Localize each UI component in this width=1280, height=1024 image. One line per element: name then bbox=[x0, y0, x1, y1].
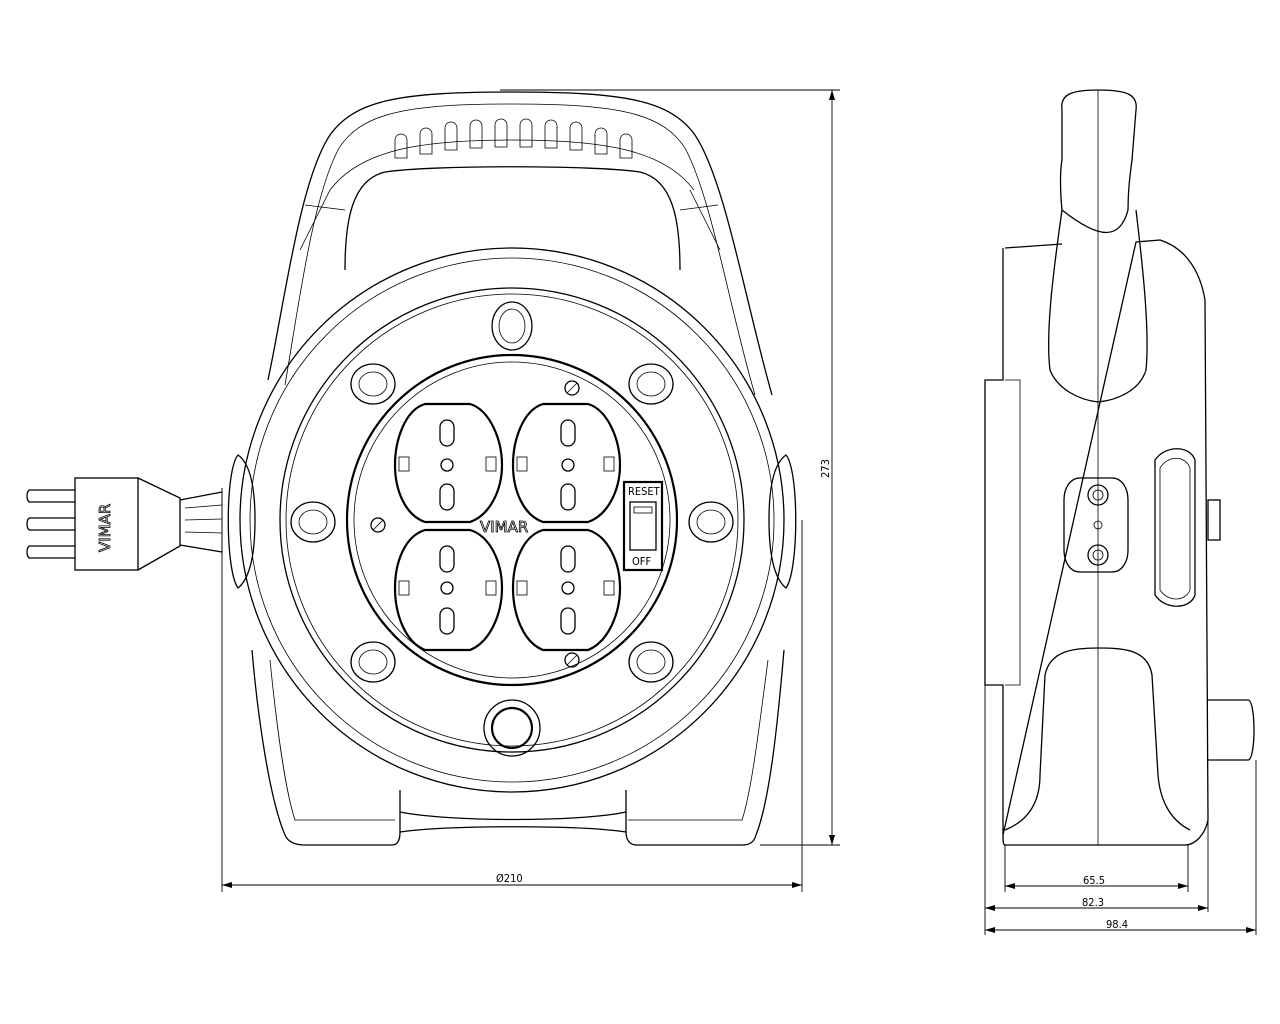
screw-top bbox=[564, 380, 580, 396]
diameter-label: Ø210 bbox=[496, 872, 523, 885]
side-grip bbox=[1154, 448, 1196, 607]
dimension-depth-total: 98.4 bbox=[985, 760, 1257, 935]
front-view: VIMAR RESET OFF VIMAR bbox=[26, 91, 797, 846]
reset-label: RESET bbox=[628, 485, 661, 498]
base-bridge bbox=[399, 811, 627, 833]
drum-face-inner bbox=[353, 361, 671, 679]
side-lug-right bbox=[768, 454, 797, 589]
drum-flange bbox=[279, 287, 745, 753]
handle-outer bbox=[267, 91, 773, 396]
base-inner bbox=[269, 659, 769, 821]
flange-grip-holes bbox=[290, 301, 734, 683]
brand-label: VIMAR bbox=[480, 518, 528, 536]
side-lug-left bbox=[227, 454, 256, 589]
off-label: OFF bbox=[632, 555, 651, 568]
handle-opening bbox=[344, 166, 681, 271]
side-foot bbox=[1004, 647, 1191, 831]
handle-ridge bbox=[299, 139, 721, 251]
dimension-depth-inner: 65.5 bbox=[1004, 845, 1189, 892]
plug: VIMAR bbox=[26, 477, 139, 571]
depth-total-label: 98.4 bbox=[1106, 918, 1128, 931]
socket-top-left bbox=[393, 402, 504, 524]
handle-inner-edge bbox=[284, 103, 756, 396]
screw-left bbox=[370, 517, 386, 533]
dimension-depth-mid: 82.3 bbox=[984, 685, 1209, 935]
reset-switch: RESET OFF bbox=[622, 480, 664, 572]
power-cord bbox=[137, 477, 223, 571]
side-body bbox=[984, 239, 1209, 846]
drum-face bbox=[345, 353, 679, 687]
side-view bbox=[984, 89, 1255, 846]
lock-knob-inner bbox=[490, 706, 534, 750]
lock-knob bbox=[483, 699, 541, 757]
handle-grip-ribs bbox=[394, 118, 633, 159]
side-body-inner bbox=[1005, 379, 1021, 686]
screw-bottom bbox=[564, 652, 580, 668]
socket-top-right bbox=[511, 402, 622, 524]
side-knob bbox=[1208, 699, 1255, 761]
plug-brand-label: VIMAR bbox=[96, 504, 114, 552]
dimension-diameter: Ø210 bbox=[221, 488, 803, 892]
depth-mid-label: 82.3 bbox=[1082, 896, 1104, 909]
side-switch bbox=[1207, 499, 1221, 541]
side-socket bbox=[1063, 477, 1129, 573]
depth-inner-label: 65.5 bbox=[1083, 874, 1105, 887]
drum-rim bbox=[249, 257, 775, 783]
dimension-height: 273 bbox=[500, 89, 840, 846]
drum-outer bbox=[239, 247, 785, 793]
socket-bottom-left bbox=[393, 528, 504, 652]
socket-bottom-right bbox=[511, 528, 622, 652]
base-body bbox=[251, 649, 785, 846]
height-label: 273 bbox=[819, 459, 832, 478]
drum-flange-inner bbox=[285, 293, 739, 747]
